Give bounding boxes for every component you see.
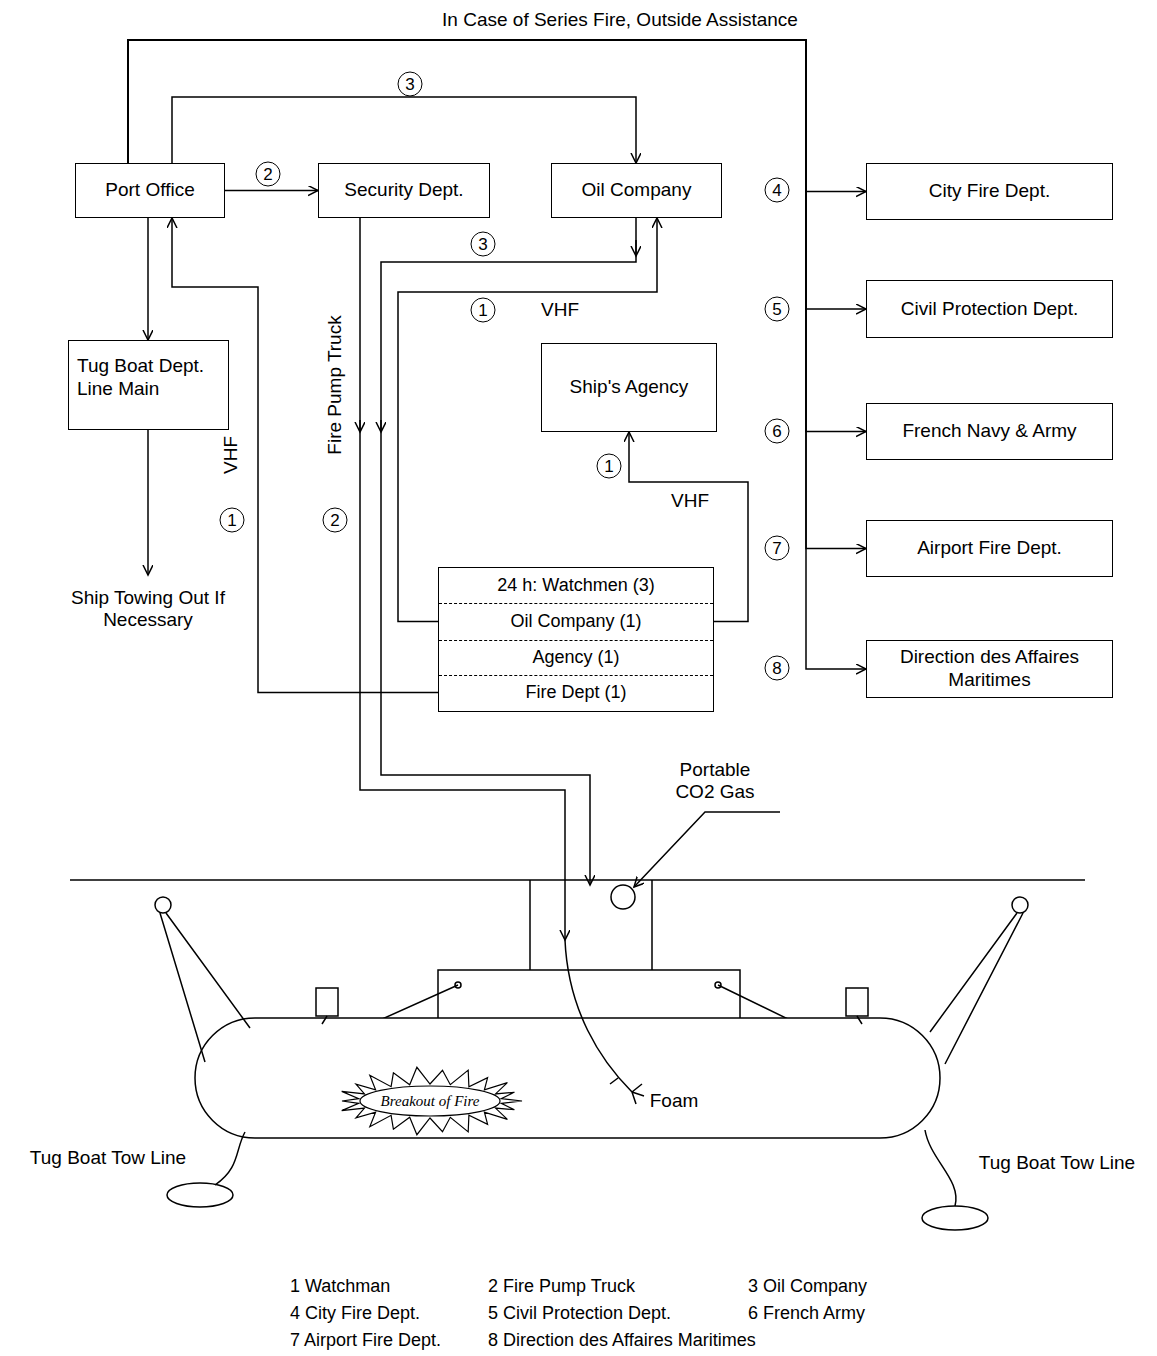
- process-box: Airport Fire Dept.: [866, 520, 1113, 577]
- manifold-platform: [438, 970, 740, 1022]
- note: Ship Towing Out If Necessary: [53, 587, 243, 631]
- towing-arrow: [147, 430, 149, 575]
- co2-bottle: [611, 885, 635, 909]
- watch-table: 24 h: Watchmen (3) Oil Company (1) Agency …: [438, 567, 714, 712]
- part-name: Portable CO2 Gas: [665, 759, 765, 803]
- deck-post: [316, 988, 338, 1016]
- arrow-head: [380, 420, 382, 432]
- node-text: Breakout of Fire: [381, 1092, 480, 1110]
- table-row: Agency (1): [439, 640, 713, 675]
- callout-number: 8: [765, 656, 790, 681]
- connector-arrow: [128, 40, 866, 549]
- process-box: City Fire Dept.: [866, 163, 1113, 220]
- arrow-head: [359, 420, 361, 432]
- connector-arrow: [128, 40, 866, 432]
- legend-item: 4 City Fire Dept.: [290, 1303, 420, 1324]
- legend-item: 6 French Army: [748, 1303, 865, 1324]
- part-name: Tug Boat Tow Line: [30, 1147, 186, 1169]
- callout-number: 3: [398, 72, 423, 97]
- callout-number: 2: [256, 162, 281, 187]
- part-name: Foam: [650, 1090, 699, 1112]
- ship-hull: [195, 1018, 940, 1138]
- table-row: Oil Company (1): [439, 603, 713, 640]
- connector-arrow: [147, 218, 149, 340]
- connector-arrow: [128, 40, 866, 309]
- jetty: [530, 880, 652, 970]
- callout-number: 2: [323, 508, 348, 533]
- legend-item: 5 Civil Protection Dept.: [488, 1303, 671, 1324]
- node-text: Ship's Agency: [570, 376, 689, 399]
- callout-number: 4: [765, 178, 790, 203]
- node-text: French Navy & Army: [902, 420, 1076, 443]
- tow-line: [215, 1132, 245, 1185]
- callout-number: 3: [471, 232, 496, 257]
- process-box: Tug Boat Dept. Line Main: [68, 340, 229, 430]
- node-text: Oil Company: [582, 179, 692, 202]
- connector-arrow: [225, 190, 318, 192]
- mooring-post: [155, 897, 171, 913]
- table-row: Fire Dept (1): [439, 675, 713, 710]
- deck-post-line: [322, 1016, 862, 1024]
- legend-item: 1 Watchman: [290, 1276, 390, 1297]
- mooring-line: [380, 985, 790, 1020]
- deck-post: [846, 988, 868, 1016]
- signal-name: VHF: [671, 490, 709, 512]
- fire-ellipse: [360, 1086, 500, 1116]
- node-text: Security Dept.: [344, 179, 463, 202]
- mooring-post: [1012, 897, 1028, 913]
- callout-number: 7: [765, 536, 790, 561]
- node-text: Agency (1): [532, 647, 619, 669]
- process-box: Direction des Affaires Maritimes: [866, 640, 1113, 698]
- node-text: Port Office: [105, 179, 194, 202]
- process-box: Security Dept.: [318, 163, 490, 218]
- line-label: Fire Pump Truck: [324, 315, 346, 454]
- callout-number: 5: [765, 297, 790, 322]
- node-text: City Fire Dept.: [929, 180, 1050, 203]
- signal-name: VHF: [541, 299, 579, 321]
- callout-number: 6: [765, 419, 790, 444]
- foam-jet: [565, 940, 644, 1104]
- legend-item: 2 Fire Pump Truck: [488, 1276, 635, 1297]
- callout-number: 1: [220, 508, 245, 533]
- node-text: Airport Fire Dept.: [917, 537, 1062, 560]
- node-text: Direction des Affaires Maritimes: [875, 646, 1104, 692]
- process-box: Ship's Agency: [541, 343, 717, 432]
- connector-arrow: [172, 97, 636, 163]
- tow-loop: [167, 1183, 233, 1207]
- quay-line: [70, 879, 1085, 881]
- connector-arrow: [128, 40, 866, 192]
- node-text: 24 h: Watchmen (3): [439, 568, 713, 604]
- tow-line: [925, 1130, 956, 1206]
- node-text: Oil Company (1): [510, 611, 641, 633]
- starburst-outline: [342, 1067, 522, 1134]
- process-box: Oil Company: [551, 163, 722, 218]
- co2-leader: [634, 812, 780, 887]
- node-text: Civil Protection Dept.: [901, 298, 1078, 321]
- fire-burst: Breakout of Fire: [362, 1088, 498, 1114]
- process-box: Civil Protection Dept.: [866, 280, 1113, 338]
- legend-item: 7 Airport Fire Dept.: [290, 1330, 441, 1351]
- process-box: Port Office: [75, 163, 225, 218]
- process-box: French Navy & Army: [866, 403, 1113, 460]
- callout-number: 1: [597, 454, 622, 479]
- tow-loop: [922, 1206, 988, 1230]
- node-text: Fire Dept (1): [525, 682, 626, 704]
- legend-item: 3 Oil Company: [748, 1276, 867, 1297]
- signal-name: VHF: [220, 436, 242, 474]
- oil-company-line: [381, 218, 636, 885]
- node-text: Tug Boat Dept. Line Main: [77, 355, 220, 401]
- note: In Case of Series Fire, Outside Assistan…: [442, 9, 798, 31]
- legend-item: 8 Direction des Affaires Maritimes: [488, 1330, 756, 1351]
- arrow-head: [635, 240, 637, 256]
- part-name: Tug Boat Tow Line: [979, 1152, 1135, 1174]
- callout-number: 1: [471, 298, 496, 323]
- mooring-line: [160, 913, 1023, 1064]
